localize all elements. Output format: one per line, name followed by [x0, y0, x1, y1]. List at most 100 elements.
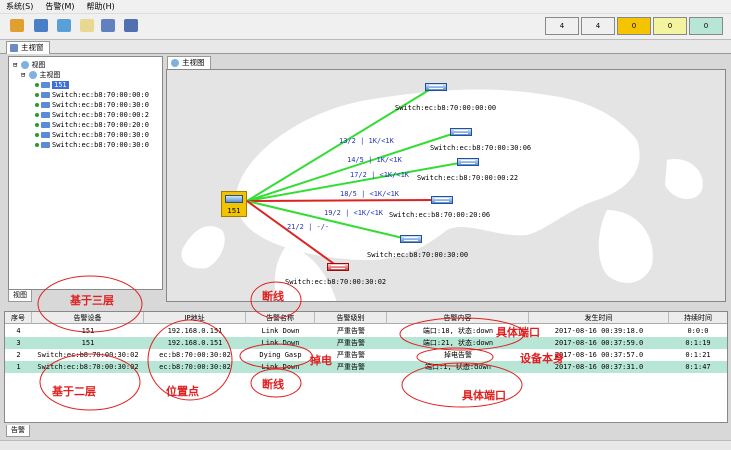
music-icon[interactable]: [101, 19, 115, 32]
switch-node-icon[interactable]: [400, 233, 422, 243]
cell-index: 4: [16, 327, 21, 335]
cell-alarm-level: 严重告警: [337, 363, 365, 371]
cell-ip: 192.168.0.151: [167, 327, 223, 335]
tree-main-view[interactable]: ⊟ 主视图: [21, 71, 61, 79]
table-row[interactable]: 2 Switch:ec:b8:70:00:30:02 ec:b8:70:00:3…: [5, 349, 727, 361]
column-header[interactable]: IP地址: [144, 312, 246, 324]
switch-icon: [41, 112, 50, 118]
map-background: [167, 70, 725, 301]
tree-item-switch[interactable]: Switch:ec:b8:70:00:30:0: [35, 140, 149, 150]
tree-item-label: Switch:ec:b8:70:00:00:0: [52, 91, 149, 99]
tab-view[interactable]: 视图: [8, 290, 32, 302]
tree-item-switch[interactable]: Switch:ec:b8:70:00:00:2: [35, 110, 149, 120]
menu-alarm[interactable]: 告警(M): [45, 2, 75, 11]
cell-device: Switch:ec:b8:70:00:30:02: [37, 363, 139, 371]
alarm-table: 序号 告警设备 IP地址 告警名称 告警级别 告警内容 发生时间 持续时间 4 …: [4, 311, 728, 423]
tree-item-label: Switch:ec:b8:70:00:00:2: [52, 111, 149, 119]
tab-main-view[interactable]: 主视图: [167, 56, 211, 69]
column-header[interactable]: 告警级别: [315, 312, 387, 324]
cell-index: 2: [16, 351, 21, 359]
cell-alarm-level: 严重告警: [337, 339, 365, 347]
switch-node-icon[interactable]: [457, 156, 479, 166]
link-line-1: [246, 86, 435, 202]
column-header[interactable]: 告警名称: [246, 312, 315, 324]
monitor-icon[interactable]: [57, 19, 71, 32]
table-header: 序号 告警设备 IP地址 告警名称 告警级别 告警内容 发生时间 持续时间: [5, 312, 727, 324]
annotation-port: 具体端口: [496, 326, 540, 339]
column-header[interactable]: 序号: [5, 312, 32, 324]
globe-icon: [29, 71, 38, 79]
status-dot-icon: [35, 83, 39, 87]
link-label: 18/5 | <1K/<1K: [340, 190, 400, 198]
annotation-power-off: 掉电: [310, 354, 332, 367]
counter-critical: 4: [581, 17, 615, 35]
switch-node-icon[interactable]: [431, 194, 453, 204]
tree-item-label: Switch:ec:b8:70:00:30:0: [52, 101, 149, 109]
switch-node-icon[interactable]: [450, 126, 472, 136]
menu-system[interactable]: 系统(S): [6, 2, 34, 11]
tree-panel: ⊟ 视图 ⊟ 主视图 151 Switch:ec:b8:70:00:00:0 S…: [8, 56, 163, 290]
switch-icon: [41, 102, 50, 108]
tab-alarm[interactable]: 告警: [6, 425, 30, 437]
switch-icon: [225, 195, 243, 203]
table-row[interactable]: 1 Switch:ec:b8:70:00:30:02 ec:b8:70:00:3…: [5, 361, 727, 373]
status-dot-icon: [35, 123, 39, 127]
cell-time: 2017-08-16 00:37:57.0: [554, 351, 644, 359]
tab-main-window[interactable]: 主视窗: [6, 41, 50, 54]
tree-root-label: 视图: [31, 61, 46, 69]
switch-node-icon[interactable]: [327, 261, 349, 271]
link-line-2: [246, 133, 453, 202]
switch-icon: [41, 122, 50, 128]
status-dot-icon: [35, 133, 39, 137]
cell-duration: 0:1:21: [685, 351, 711, 359]
table-row[interactable]: 3 151 192.168.0.151 Link Down 严重告警 端口:21…: [5, 337, 727, 349]
main-tab-strip: 主视窗: [0, 40, 731, 54]
tab-main-window-label: 主视窗: [21, 43, 44, 52]
column-header[interactable]: 告警内容: [387, 312, 529, 324]
toolbar: 4 4 0 0 0: [0, 14, 731, 40]
cell-alarm-content: 端口:1, 状态:down: [425, 363, 491, 371]
book-icon[interactable]: [124, 19, 138, 32]
link-label: 19/2 | <1K/<1K: [324, 209, 384, 217]
cell-index: 1: [16, 363, 21, 371]
annotation-link-down: 断线: [262, 290, 284, 303]
tab-alarm-label: 告警: [11, 426, 25, 434]
link-line-4: [246, 199, 437, 202]
link-line-6: [246, 200, 338, 267]
cell-alarm-name: Dying Gasp: [259, 351, 302, 359]
switch-node-icon[interactable]: [425, 81, 447, 91]
tree-root[interactable]: ⊟ 视图: [13, 61, 46, 69]
tree-item-switch[interactable]: Switch:ec:b8:70:00:30:0: [35, 130, 149, 140]
node-label: Switch:ec:b8:70:00:20:06: [389, 211, 491, 219]
tree-item-151[interactable]: 151: [35, 80, 69, 90]
cell-alarm-level: 严重告警: [337, 327, 365, 335]
column-header[interactable]: 发生时间: [529, 312, 669, 324]
switch-icon: [41, 92, 50, 98]
document-icon[interactable]: [80, 19, 94, 32]
tree-item-switch[interactable]: Switch:ec:b8:70:00:30:0: [35, 100, 149, 110]
node-label: Switch:ec:b8:70:00:30:00: [367, 251, 469, 259]
root-switch-node[interactable]: 151: [221, 191, 247, 217]
node-label: Switch:ec:b8:70:00:30:06: [430, 144, 532, 152]
users-icon[interactable]: [10, 19, 24, 32]
cell-alarm-name: Link Down: [261, 339, 300, 347]
cell-alarm-name: Link Down: [261, 363, 300, 371]
cell-duration: 0:1:47: [685, 363, 711, 371]
tree-item-label: Switch:ec:b8:70:00:30:0: [52, 131, 149, 139]
annotation-layer2: 基于二层: [52, 385, 96, 398]
tree-item-label: 151: [52, 81, 69, 89]
tree-item-switch[interactable]: Switch:ec:b8:70:00:00:0: [35, 90, 149, 100]
cell-duration: 0:1:19: [685, 339, 711, 347]
link-line-5: [246, 200, 408, 240]
topology-map[interactable]: Switch:ec:b8:70:00:00:00 Switch:ec:b8:70…: [166, 69, 726, 302]
menu-help[interactable]: 帮助(H): [86, 2, 115, 11]
root-node-label: 151: [227, 207, 241, 215]
node-label: Switch:ec:b8:70:00:30:02: [285, 278, 387, 286]
column-header[interactable]: 告警设备: [32, 312, 144, 324]
counter-major: 0: [617, 17, 651, 35]
tree-item-switch[interactable]: Switch:ec:b8:70:00:20:0: [35, 120, 149, 130]
globe-icon: [21, 61, 30, 69]
table-row[interactable]: 4 151 192.168.0.151 Link Down 严重告警 端口:18…: [5, 325, 727, 337]
folder-icon[interactable]: [34, 19, 48, 32]
column-header[interactable]: 持续时间: [684, 314, 712, 322]
